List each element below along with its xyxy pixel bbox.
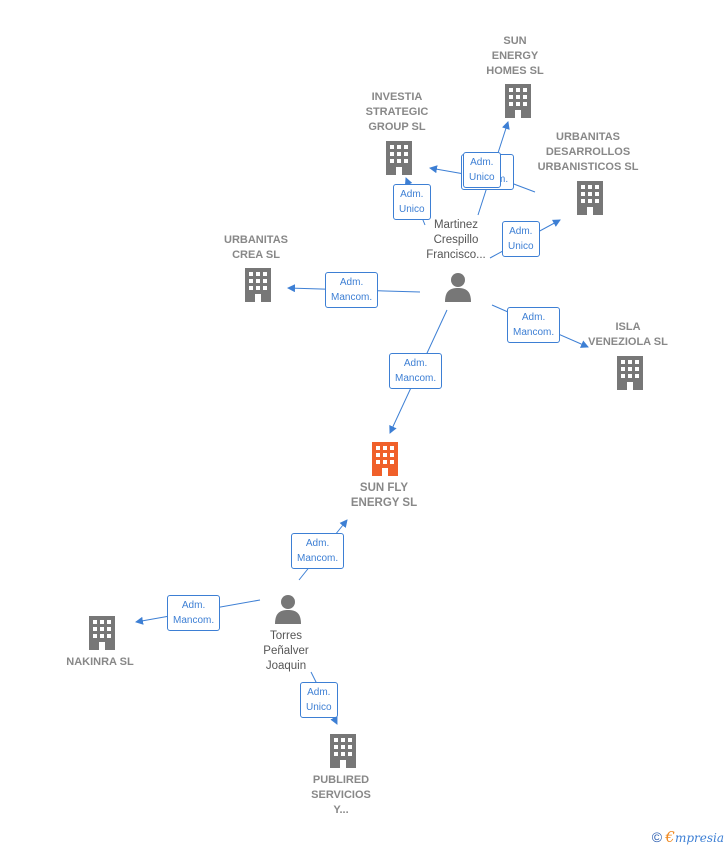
relation-badge[interactable]: Adm. Mancom. [325,272,379,308]
person-label-torres[interactable]: Torres Peñalver Joaquin [263,630,309,672]
relation-badge[interactable]: Adm. Unico [300,682,338,718]
relation-badge[interactable]: Adm. Mancom. [389,353,443,389]
company-label-publired[interactable]: PUBLIRED SERVICIOS Y... [311,774,371,816]
relation-badge[interactable]: Adm. Mancom. [507,307,561,343]
building-icon[interactable] [502,84,534,118]
relation-badge[interactable]: Adm. Unico [393,184,431,220]
company-label-isla-veneziola[interactable]: ISLA VENEZIOLA SL [588,321,668,348]
company-label-investia[interactable]: INVESTIA STRATEGIC GROUP SL [365,91,429,133]
person-label-martinez[interactable]: Martinez Crespillo Francisco... [426,219,486,261]
person-icon[interactable] [443,272,473,302]
company-label-urbanitas-crea[interactable]: URBANITAS CREA SL [224,234,288,261]
building-icon[interactable] [327,734,359,768]
building-icon[interactable] [383,141,415,175]
brand-logo: © €mpresia [651,828,724,846]
relation-badge[interactable]: Adm. Unico [502,221,540,257]
company-label-sun-energy-homes[interactable]: SUN ENERGY HOMES SL [486,35,544,77]
building-icon[interactable] [86,616,118,650]
person-icon[interactable] [273,594,303,624]
relation-badge[interactable]: Adm. Unico [463,152,501,188]
relation-badge[interactable]: Adm. Mancom. [167,595,221,631]
company-label-sun-fly-energy[interactable]: SUN FLY ENERGY SL [350,482,418,509]
building-icon-focus[interactable] [369,442,401,476]
building-icon[interactable] [614,356,646,390]
company-label-nakinra[interactable]: NAKINRA SL [66,656,134,668]
copyright-icon: © [651,829,663,845]
building-icon[interactable] [574,181,606,215]
company-label-urbanitas-desarrollos[interactable]: URBANITAS DESARROLLOS URBANISTICOS SL [537,131,639,173]
building-icon[interactable] [242,268,274,302]
relation-badge[interactable]: Adm. Mancom. [291,533,345,569]
